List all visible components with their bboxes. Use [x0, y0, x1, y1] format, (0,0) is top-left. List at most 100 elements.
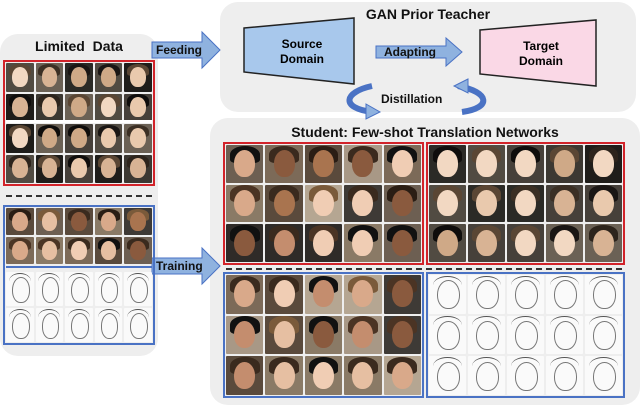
face-shape: [12, 211, 28, 231]
face-shape: [130, 97, 146, 118]
student-br-grid: [429, 275, 622, 395]
face-thumbnail: [65, 272, 93, 306]
student-tr-frame: [426, 142, 625, 265]
face-shape: [352, 361, 374, 389]
face-thumbnail: [304, 145, 343, 183]
face-thumbnail: [226, 224, 264, 262]
face-shape: [130, 127, 146, 148]
face-thumbnail: [94, 308, 123, 342]
face-thumbnail: [344, 356, 382, 395]
face-shape: [41, 66, 58, 87]
face-thumbnail: [6, 124, 34, 153]
face-thumbnail: [124, 124, 152, 153]
face-hair: [510, 275, 541, 294]
face-thumbnail: [546, 184, 583, 223]
face-hair: [471, 357, 502, 375]
face-thumbnail: [265, 356, 303, 395]
student-br-frame: [426, 272, 625, 398]
face-thumbnail: [546, 315, 583, 355]
face-hair: [549, 357, 580, 375]
student-tl-grid: [226, 145, 421, 262]
face-shape: [12, 276, 30, 303]
face-shape: [352, 280, 374, 308]
face-shape: [515, 321, 538, 351]
face-shape: [437, 229, 458, 256]
face-shape: [437, 150, 458, 177]
face-thumbnail: [304, 315, 343, 355]
face-shape: [41, 158, 58, 179]
face-shape: [234, 150, 256, 177]
face-shape: [130, 240, 146, 260]
face-shape: [100, 158, 117, 179]
face-shape: [12, 312, 30, 339]
feeding-label: Feeding: [156, 43, 203, 57]
face-thumbnail: [468, 356, 505, 395]
face-thumbnail: [429, 224, 466, 262]
face-thumbnail: [35, 63, 64, 92]
face-hair: [471, 316, 502, 334]
face-shape: [41, 240, 58, 260]
face-shape: [273, 189, 295, 217]
face-thumbnail: [265, 275, 303, 314]
limited-bottom-sketch-grid: [6, 272, 152, 342]
face-thumbnail: [344, 275, 382, 314]
training-label: Training: [156, 259, 203, 273]
face-shape: [273, 150, 295, 177]
face-shape: [313, 321, 334, 349]
student-tr-grid: [429, 145, 622, 262]
face-shape: [593, 361, 616, 391]
face-thumbnail: [344, 145, 382, 183]
face-hair: [588, 316, 619, 334]
face-hair: [588, 275, 619, 294]
face-thumbnail: [6, 93, 34, 122]
face-shape: [476, 361, 499, 391]
face-thumbnail: [124, 237, 152, 264]
feeding-arrow: [151, 30, 221, 70]
face-shape: [476, 189, 497, 217]
face-shape: [12, 158, 28, 179]
face-thumbnail: [226, 145, 264, 183]
limited-bottom-photo-grid: [6, 208, 152, 264]
face-shape: [437, 361, 460, 391]
target-domain-label: Target Domain: [496, 39, 586, 69]
face-thumbnail: [265, 184, 303, 223]
student-bl-frame: [223, 272, 424, 398]
face-thumbnail: [35, 208, 64, 235]
face-shape: [130, 158, 146, 179]
face-thumbnail: [304, 224, 343, 262]
face-thumbnail: [507, 275, 544, 314]
face-shape: [12, 66, 28, 87]
face-hair: [127, 308, 150, 325]
face-thumbnail: [94, 124, 123, 153]
limited-separator-white: [6, 120, 152, 123]
source-domain-shape: [243, 17, 355, 85]
face-thumbnail: [468, 224, 505, 262]
face-shape: [313, 361, 334, 389]
face-thumbnail: [507, 184, 544, 223]
face-thumbnail: [6, 154, 34, 183]
face-thumbnail: [65, 154, 93, 183]
face-shape: [273, 229, 295, 256]
face-thumbnail: [429, 145, 466, 183]
face-hair: [97, 272, 120, 289]
face-shape: [554, 189, 575, 217]
student-tl-frame: [223, 142, 424, 265]
face-shape: [234, 280, 256, 308]
face-thumbnail: [383, 356, 421, 395]
face-thumbnail: [585, 224, 622, 262]
face-hair: [38, 272, 61, 289]
face-shape: [100, 127, 117, 148]
face-thumbnail: [124, 63, 152, 92]
face-thumbnail: [383, 224, 421, 262]
face-thumbnail: [383, 275, 421, 314]
face-thumbnail: [429, 356, 466, 395]
limited-top-frame: [3, 60, 155, 186]
face-thumbnail: [94, 208, 123, 235]
face-shape: [100, 97, 117, 118]
face-thumbnail: [124, 93, 152, 122]
face-thumbnail: [468, 315, 505, 355]
face-thumbnail: [468, 184, 505, 223]
face-thumbnail: [585, 315, 622, 355]
face-thumbnail: [226, 315, 264, 355]
face-thumbnail: [585, 184, 622, 223]
